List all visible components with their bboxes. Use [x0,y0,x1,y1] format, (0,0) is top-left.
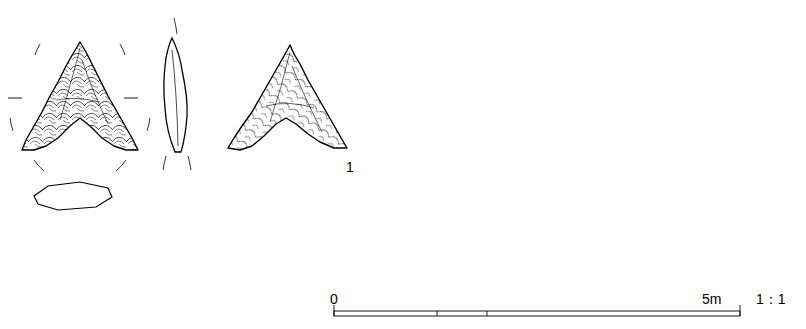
scale-ratio: 1：1 [756,292,786,306]
side-view [163,18,191,170]
figure-number: 1 [346,160,354,174]
back-view [228,45,347,150]
scale-length: 5m [702,292,721,306]
cross-section [34,182,112,210]
scale-bar [334,305,740,316]
front-view [8,42,150,171]
scale-zero: 0 [330,292,338,306]
